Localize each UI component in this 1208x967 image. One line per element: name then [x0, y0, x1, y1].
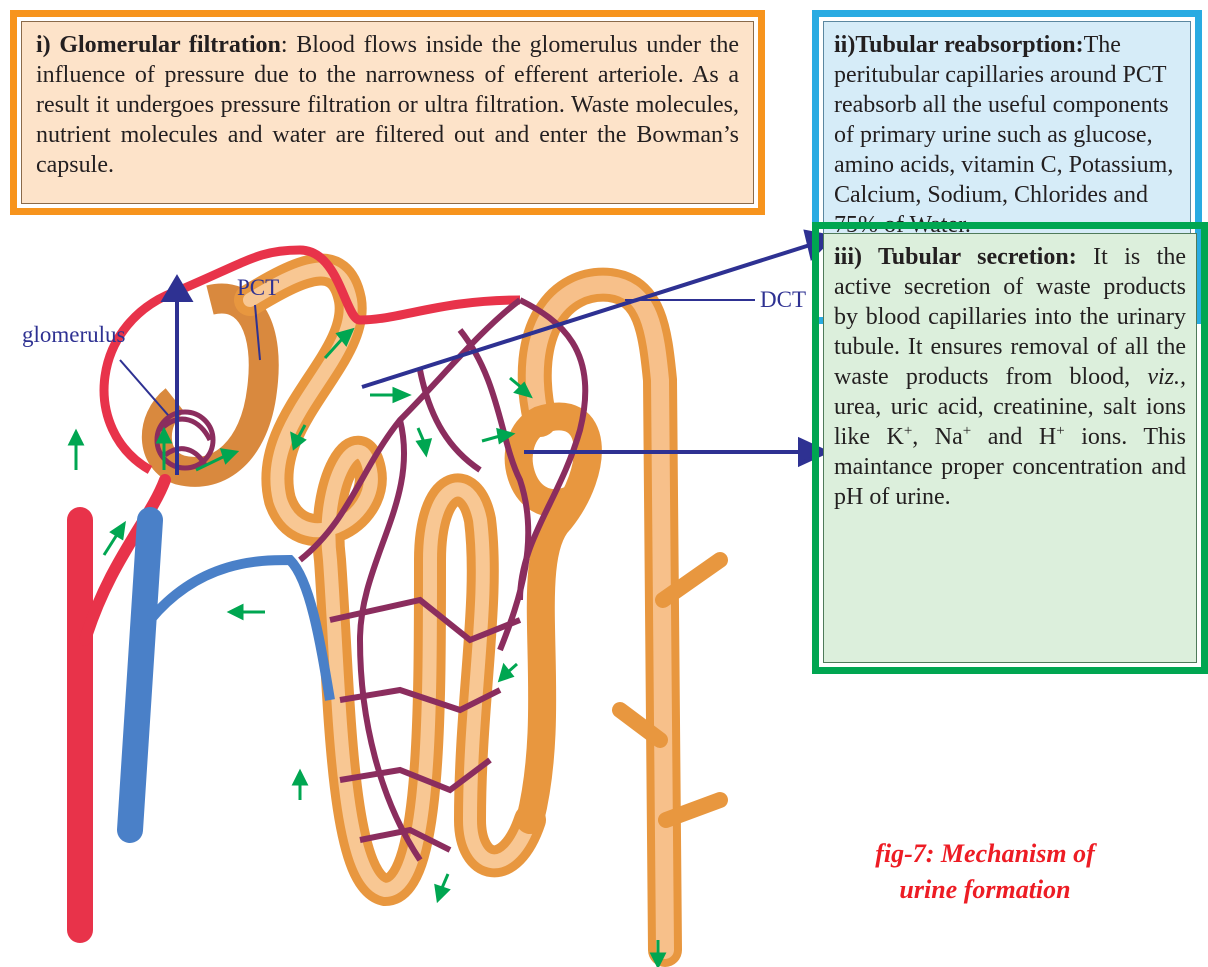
tubular-secretion-text: iii) Tubular secretion: It is the active…	[823, 233, 1197, 663]
tubular-secretion-box: iii) Tubular secretion: It is the active…	[812, 222, 1208, 674]
figure-caption: fig-7: Mechanism of urine formation	[835, 836, 1135, 908]
tubular-secretion-viz: viz.,	[1147, 364, 1186, 390]
glomerular-filtration-box: i) Glomerular filtration: Blood flows in…	[10, 10, 765, 215]
tubular-reabsorption-body: The peritubular capillaries around PCT r…	[834, 32, 1173, 238]
renal-vein	[130, 520, 150, 830]
glomerular-filtration-text: i) Glomerular filtration: Blood flows in…	[21, 21, 754, 204]
dct-label: DCT	[760, 287, 806, 313]
tubular-secretion-body-c: , Na	[912, 424, 963, 450]
sodium-charge: +	[963, 423, 971, 439]
loop-tubule	[519, 416, 588, 820]
caption-line-2: urine formation	[835, 872, 1135, 908]
tubular-reabsorption-title: ii)Tubular reabsorption:	[834, 32, 1084, 58]
tubular-secretion-title: iii) Tubular secretion:	[834, 244, 1077, 270]
glomerulus-label: glomerulus	[22, 322, 126, 348]
pct-label: PCT	[237, 275, 279, 301]
glomerular-filtration-title: i) Glomerular filtration	[36, 32, 281, 58]
venule	[150, 560, 330, 700]
caption-line-1: fig-7: Mechanism of	[835, 836, 1135, 872]
tubular-secretion-body-d: and H	[971, 424, 1056, 450]
hydrogen-charge: +	[1056, 423, 1064, 439]
